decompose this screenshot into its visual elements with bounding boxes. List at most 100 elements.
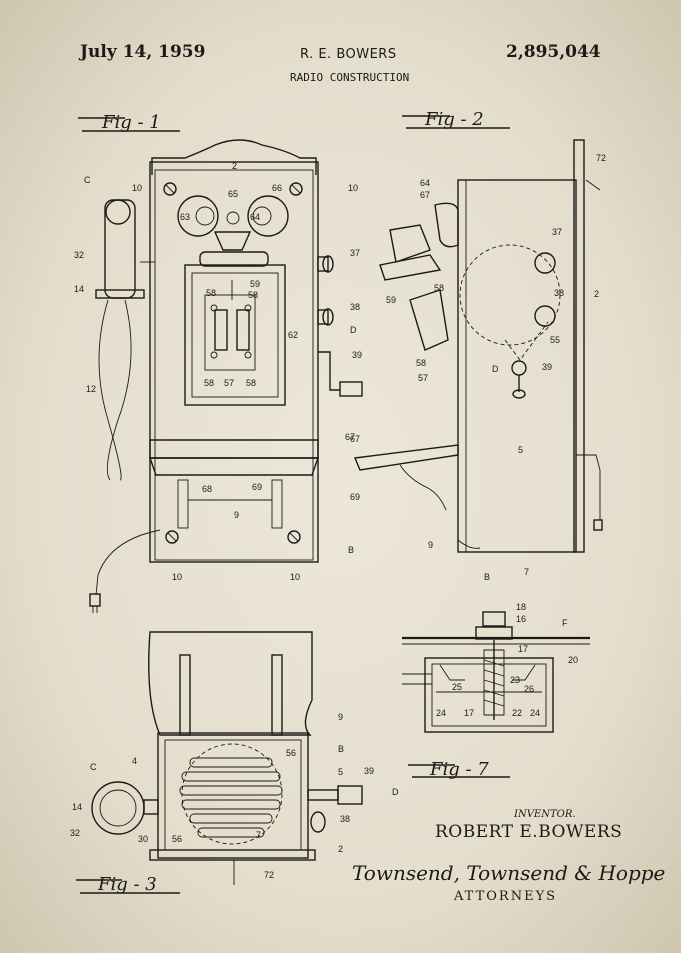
reference-numeral: 26	[524, 684, 534, 694]
reference-numeral: 9	[428, 540, 433, 550]
reference-numeral: 68	[202, 484, 212, 494]
reference-numeral: 7	[524, 567, 529, 577]
reference-numeral: 10	[348, 183, 358, 193]
reference-numeral: 55	[550, 335, 560, 345]
reference-numeral: 10	[172, 572, 182, 582]
reference-numeral: 67	[420, 190, 430, 200]
reference-numeral: 7	[256, 830, 261, 840]
fig1-caption: Fig - 1	[78, 112, 180, 133]
reference-numeral: 20	[568, 655, 578, 665]
reference-numeral: 67	[350, 434, 360, 444]
reference-numeral: 39	[352, 350, 362, 360]
fig2-caption: Fig - 2	[402, 109, 510, 130]
reference-numeral: 17	[464, 708, 474, 718]
inventor-caption: INVENTOR.	[514, 809, 576, 820]
reference-numeral: 56	[286, 748, 296, 758]
reference-numeral: 59	[386, 295, 396, 305]
reference-numeral: 22	[512, 708, 522, 718]
reference-numeral: 64	[420, 178, 430, 188]
reference-numeral: 38	[350, 302, 360, 312]
reference-numeral: 25	[452, 682, 462, 692]
reference-numeral: 12	[86, 384, 96, 394]
reference-numeral: B	[348, 545, 354, 555]
reference-numeral: 58	[204, 378, 214, 388]
fig3-drawing	[91, 631, 363, 885]
fig7-reference-numerals: 18 16 F 17 20 23 25 26 24 17 22 24	[436, 602, 578, 718]
reference-numeral: 59	[250, 279, 260, 289]
reference-numeral: D	[392, 787, 399, 797]
reference-numeral: 72	[596, 153, 606, 163]
reference-numeral: 66	[272, 183, 282, 193]
reference-numeral: C	[90, 762, 97, 772]
reference-numeral: 72	[264, 870, 274, 880]
reference-numeral: 18	[516, 602, 526, 612]
reference-numeral: 23	[510, 675, 520, 685]
reference-numeral: 57	[418, 373, 428, 383]
fig1-drawing	[89, 139, 363, 613]
patent-title: RADIO CONSTRUCTION	[290, 71, 410, 84]
reference-numeral: 69	[350, 492, 360, 502]
fig7-drawing	[402, 611, 590, 733]
reference-numeral: F	[562, 618, 568, 628]
reference-numeral: 32	[70, 828, 80, 838]
reference-numeral: 10	[132, 183, 142, 193]
reference-numeral: 37	[552, 227, 562, 237]
reference-numeral: 9	[338, 712, 343, 722]
reference-numeral: 57	[224, 378, 234, 388]
inventor-header: R. E. BOWERS	[300, 47, 397, 62]
reference-numeral: 62	[288, 330, 298, 340]
reference-numeral: 16	[516, 614, 526, 624]
reference-numeral: 14	[74, 284, 84, 294]
reference-numeral: 58	[434, 283, 444, 293]
reference-numeral: 24	[530, 708, 540, 718]
reference-numeral: B	[484, 572, 490, 582]
reference-numeral: 39	[542, 362, 552, 372]
reference-numeral: 67	[345, 432, 355, 442]
inventor-name: ROBERT E.BOWERS	[435, 822, 623, 842]
reference-numeral: 58	[206, 288, 216, 298]
reference-numeral: 58	[416, 358, 426, 368]
reference-numeral: B	[338, 744, 344, 754]
patent-number: 2,895,044	[506, 42, 601, 62]
reference-numeral: 69	[252, 482, 262, 492]
fig3-caption: Fig - 3	[76, 874, 180, 895]
attorney-caption: ATTORNEYS	[454, 889, 558, 904]
reference-numeral: 64	[250, 212, 260, 222]
reference-numeral: 38	[340, 814, 350, 824]
reference-numeral: 30	[138, 834, 148, 844]
reference-numeral: 17	[518, 644, 528, 654]
reference-numeral: 24	[436, 708, 446, 718]
fig2-drawing	[354, 139, 603, 553]
reference-numeral: 38	[554, 288, 564, 298]
reference-numeral: 2	[594, 289, 599, 299]
fig1-label: Fig - 1	[101, 112, 161, 133]
reference-numeral: 58	[246, 378, 256, 388]
patent-date: July 14, 1959	[80, 42, 206, 62]
reference-numeral: 37	[350, 248, 360, 258]
reference-numeral: D	[350, 325, 357, 335]
reference-numeral: 10	[290, 572, 300, 582]
attorney-signature: Townsend, Townsend & Hoppe	[352, 861, 666, 885]
fig2-reference-numerals: 72 64 67 37 58 59 38 2 55 58 57 D 39 67 5 69 9B 7	[345, 153, 606, 582]
fig7-label: Fig - 7	[429, 759, 489, 780]
reference-numeral: 4	[132, 756, 137, 766]
reference-numeral: 2	[338, 844, 343, 854]
reference-numeral: D	[492, 364, 499, 374]
reference-numeral: 56	[172, 834, 182, 844]
fig3-label: Fig - 3	[97, 874, 157, 895]
reference-numeral: 9	[234, 510, 239, 520]
reference-numeral: C	[84, 175, 91, 185]
reference-numeral: 5	[518, 445, 523, 455]
reference-numeral: 32	[74, 250, 84, 260]
fig2-label: Fig - 2	[424, 109, 484, 130]
reference-numeral: 65	[228, 189, 238, 199]
reference-numeral: 14	[72, 802, 82, 812]
reference-numeral: 63	[180, 212, 190, 222]
reference-numeral: 2	[232, 161, 237, 171]
reference-numeral: 39	[364, 766, 374, 776]
reference-numeral: 58	[248, 290, 258, 300]
